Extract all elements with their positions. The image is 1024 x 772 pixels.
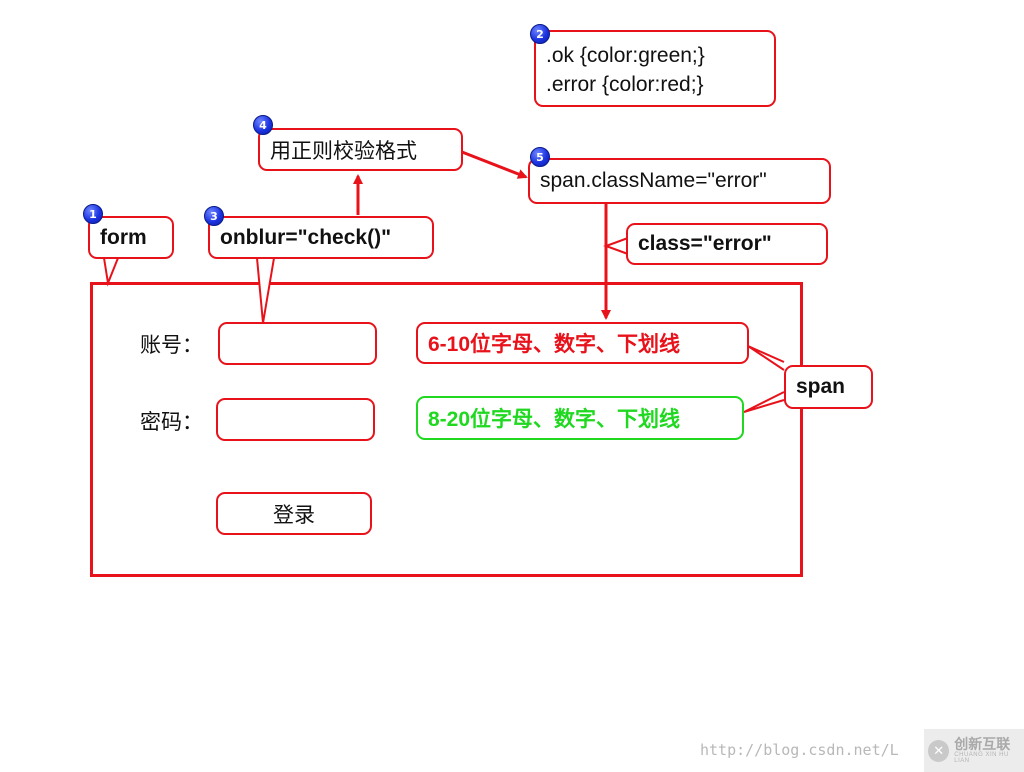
password-input[interactable] — [216, 398, 375, 441]
regex-callout: 用正则校验格式 — [258, 128, 463, 171]
account-hint-text: 6-10位字母、数字、下划线 — [428, 333, 681, 356]
account-label: 账号： — [140, 333, 203, 357]
span-callout: span — [784, 365, 873, 409]
logo-mark-icon: ✕ — [928, 739, 950, 762]
css-rule-ok: .ok {color:green;} — [546, 43, 705, 67]
login-button-label: 登录 — [273, 502, 315, 527]
class-attr-callout-text: class="error" — [638, 232, 772, 255]
form-callout-text: form — [100, 225, 147, 249]
badge-1: 1 — [83, 204, 103, 224]
logo-subtitle: CHUANG XIN HU LIAN — [954, 752, 1009, 764]
arrow-regex-to-classname — [461, 150, 528, 179]
badge-4: 4 — [253, 115, 273, 135]
classname-callout: span.className="error" — [528, 158, 831, 204]
watermark-logo: ✕ 创新互联 CHUANG XIN HU LIAN — [924, 729, 1024, 772]
span-pointer-bottom — [743, 391, 785, 413]
css-rules-callout: .ok {color:green;} .error {color:red;} — [534, 30, 776, 107]
form-callout: form — [88, 216, 174, 259]
onblur-callout-pointer — [256, 257, 275, 324]
onblur-callout-text: onblur="check()" — [220, 225, 392, 249]
account-error-span: 6-10位字母、数字、下划线 — [416, 322, 749, 364]
onblur-callout: onblur="check()" — [208, 216, 434, 259]
account-input[interactable] — [218, 322, 377, 365]
form-callout-pointer — [103, 257, 119, 287]
password-label: 密码： — [140, 410, 203, 434]
watermark-url: http://blog.csdn.net/L — [700, 741, 899, 759]
login-button[interactable]: 登录 — [216, 492, 372, 535]
span-pointer-top — [747, 345, 785, 371]
css-rule-error: .error {color:red;} — [546, 72, 704, 96]
class-callout-pointer — [603, 237, 629, 255]
badge-5: 5 — [530, 147, 550, 167]
class-attr-callout: class="error" — [626, 223, 828, 265]
classname-callout-text: span.className="error" — [540, 169, 767, 192]
password-ok-span: 8-20位字母、数字、下划线 — [416, 396, 744, 440]
badge-2: 2 — [530, 24, 550, 44]
span-callout-text: span — [796, 375, 846, 398]
regex-callout-text: 用正则校验格式 — [270, 138, 417, 163]
logo-name: 创新互联 — [954, 736, 1011, 752]
password-hint-text: 8-20位字母、数字、下划线 — [428, 408, 681, 431]
form-frame — [90, 282, 803, 577]
badge-3: 3 — [204, 206, 224, 226]
